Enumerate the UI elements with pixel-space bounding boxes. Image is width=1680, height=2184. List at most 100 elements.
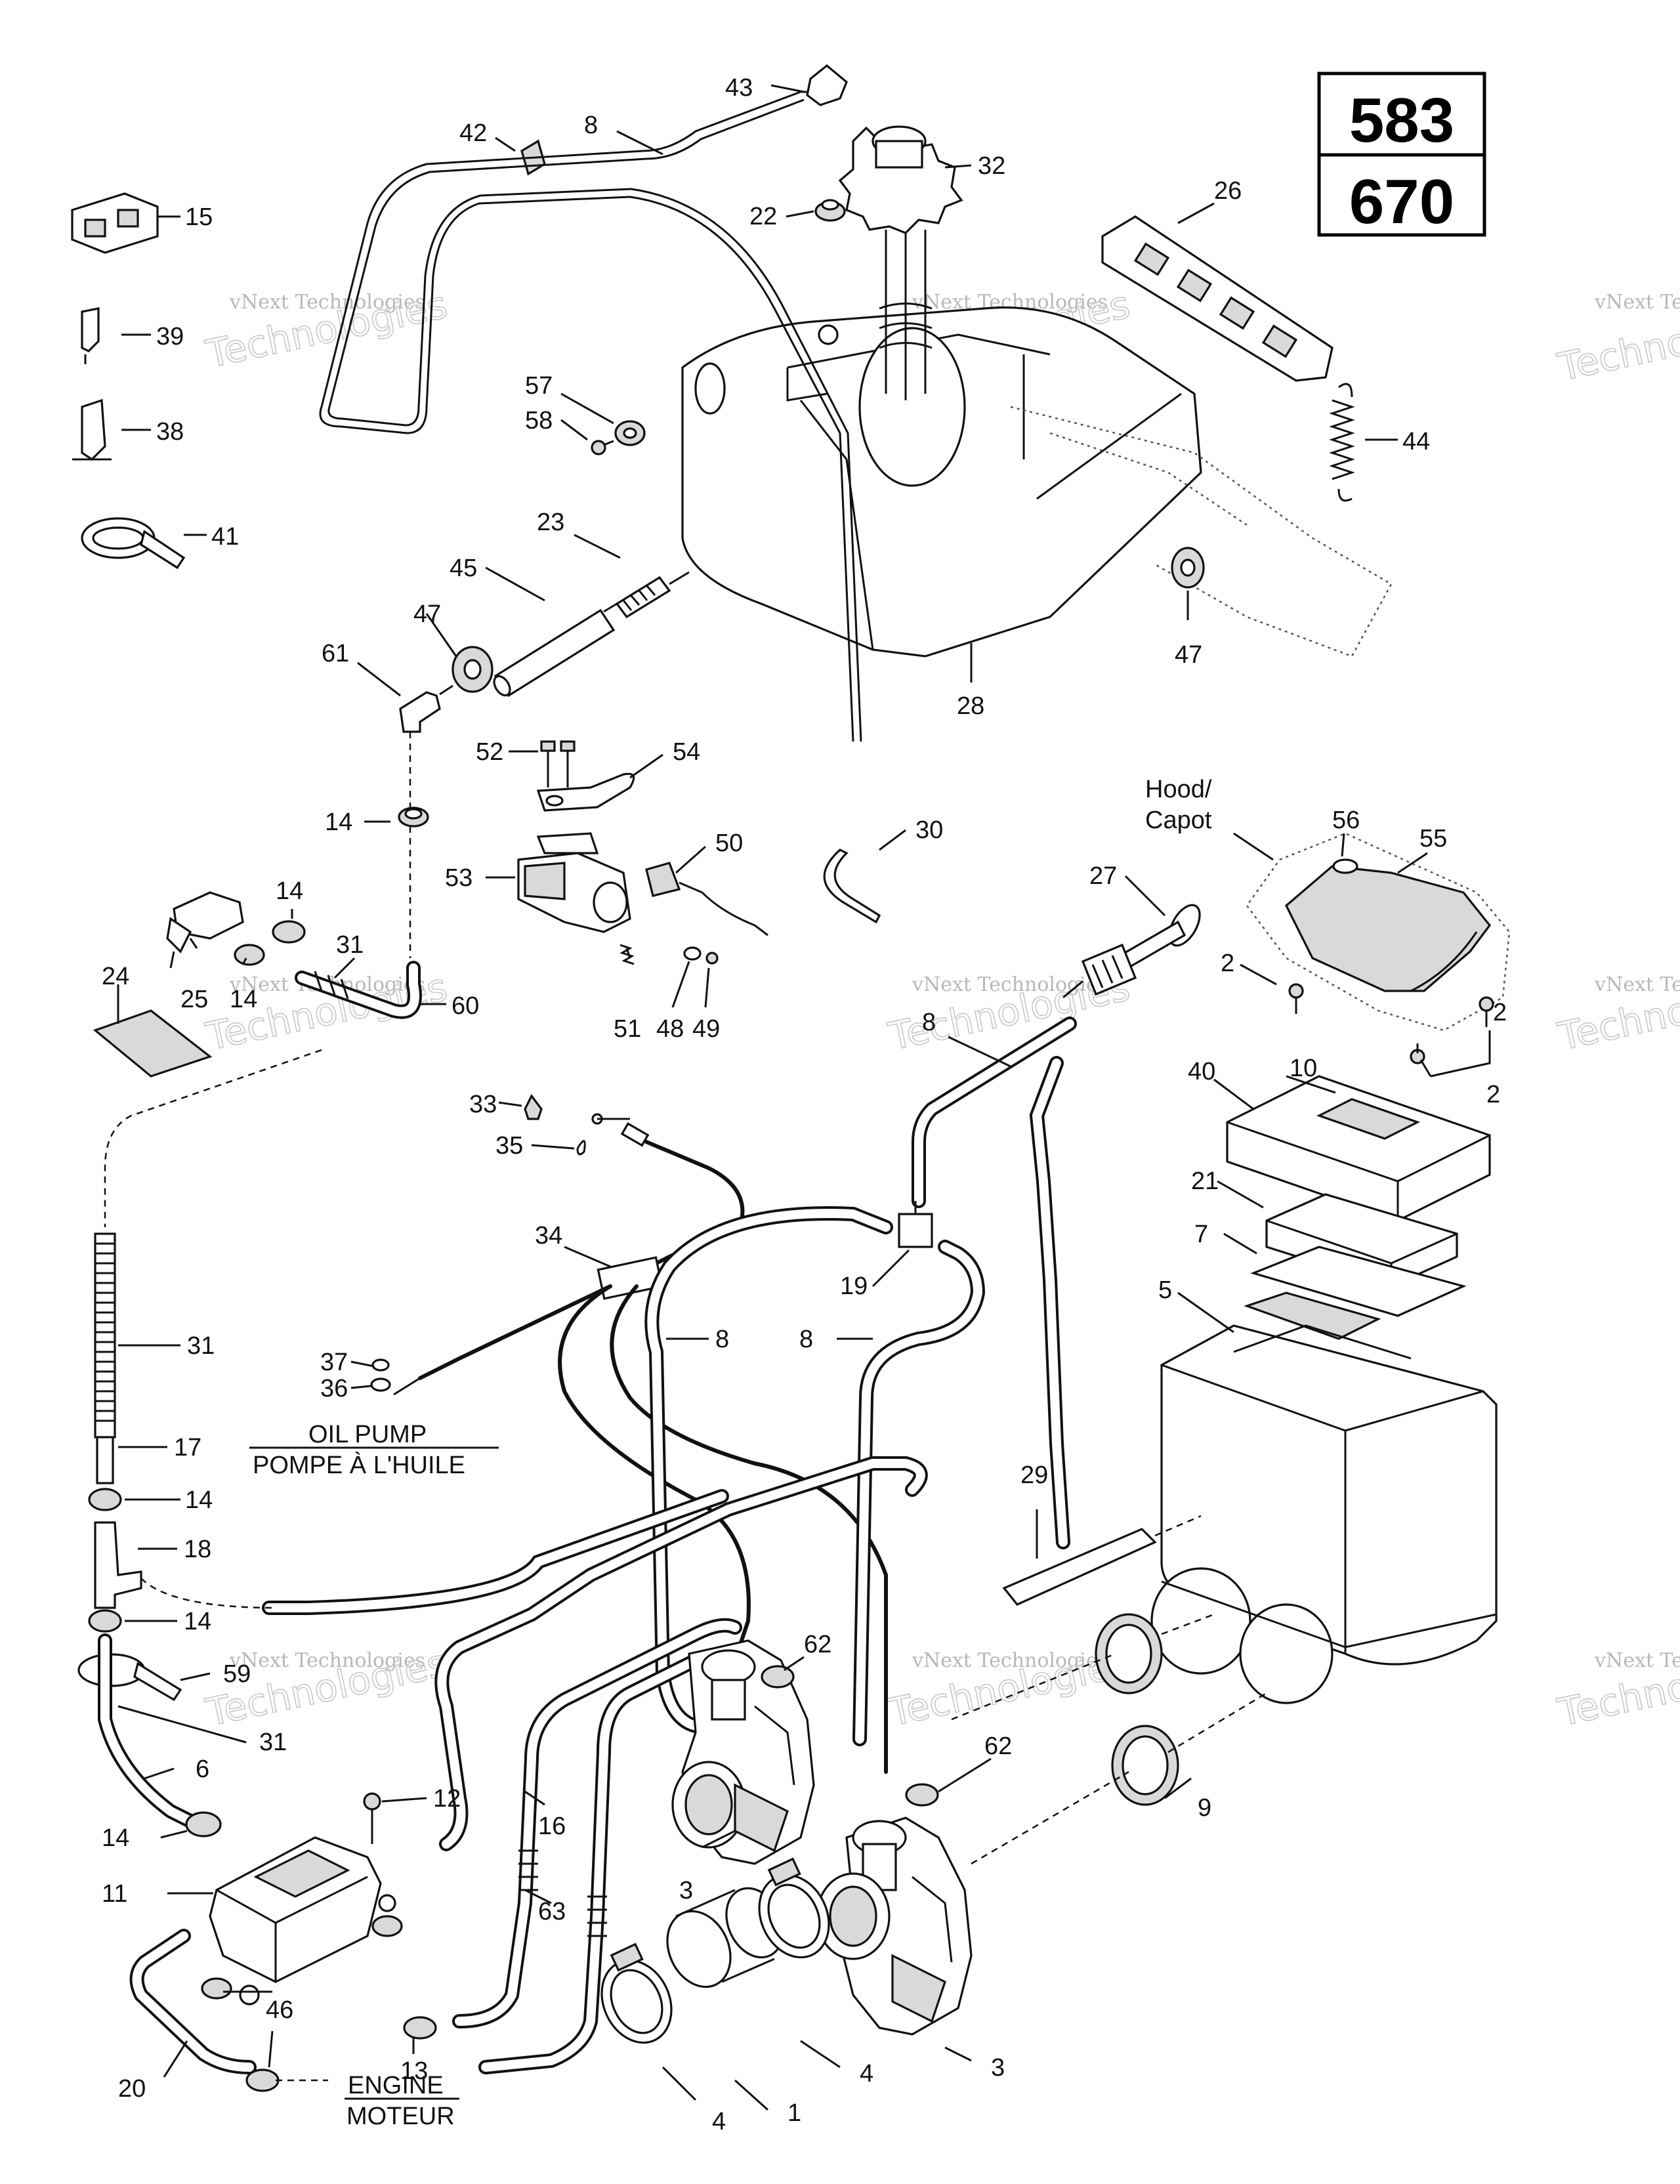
hose-clamp-14b <box>234 920 306 966</box>
model-number-670: 670 <box>1349 167 1454 237</box>
cable-tie-59 <box>77 1653 182 1702</box>
screw-12 <box>363 1792 381 1844</box>
callout: 8 <box>799 1326 813 1353</box>
callout: 4 <box>712 2108 726 2135</box>
clamp-4-upper <box>758 1857 830 1959</box>
callout: 31 <box>259 1729 287 1756</box>
rubber-ring-upper <box>1095 1613 1163 1694</box>
callout: 61 <box>322 640 349 667</box>
primer-valve <box>166 891 244 969</box>
callout: 46 <box>266 1996 293 2024</box>
oil-tank <box>681 306 1393 658</box>
primer-pump <box>1062 904 1201 999</box>
callout: 14 <box>184 1608 211 1635</box>
carburetor-upper <box>671 1639 815 1865</box>
air-box-5 <box>1150 1324 1498 1704</box>
callout: 21 <box>1191 1167 1219 1195</box>
watermark-text: vNext Technologies <box>229 291 425 314</box>
callout: 34 <box>535 1222 562 1250</box>
callout: 8 <box>584 112 598 139</box>
callout: 22 <box>749 203 777 230</box>
callout: 39 <box>156 323 184 350</box>
callout: 23 <box>537 509 564 536</box>
callout: 11 <box>102 1880 127 1908</box>
oil-pump-caption: POMPE À L'HUILE <box>253 1451 465 1479</box>
callout: 60 <box>452 992 479 1020</box>
fuel-pump <box>209 1836 396 2006</box>
callout: 31 <box>336 931 364 959</box>
callout: 43 <box>725 74 753 102</box>
watermark-text: vNext Technologies <box>912 973 1108 996</box>
callout: 31 <box>187 1332 215 1360</box>
callout: 32 <box>978 152 1005 180</box>
callout: 18 <box>184 1536 211 1563</box>
callout: 6 <box>196 1755 209 1783</box>
callout: 51 <box>614 1015 641 1043</box>
grommet <box>814 199 846 222</box>
label-24 <box>93 1009 213 1078</box>
callout: 19 <box>840 1272 868 1300</box>
callout: 30 <box>915 816 943 844</box>
air-silencer-cover <box>1285 858 1492 992</box>
callout: 25 <box>180 986 208 1013</box>
carburetor-lower <box>816 1816 973 2036</box>
callout: 62 <box>804 1631 831 1658</box>
callout: 33 <box>469 1091 497 1118</box>
callout: 62 <box>984 1732 1012 1760</box>
t-fitting-18 <box>94 1521 142 1609</box>
callout: 26 <box>1214 177 1242 205</box>
elbow-61 <box>399 684 453 733</box>
hose-31-upper <box>295 961 422 1019</box>
callout: 52 <box>476 738 503 766</box>
callout: 10 <box>1290 1055 1317 1082</box>
callout: 35 <box>495 1132 523 1160</box>
callout: 20 <box>118 2075 146 2103</box>
connector-housing <box>71 192 159 254</box>
watermark-text: vNext Technologies <box>1594 291 1680 314</box>
spring-51 <box>620 944 635 965</box>
callout: 14 <box>230 986 257 1013</box>
screws-2 <box>1288 983 1494 1064</box>
hood-caption: Hood/ <box>1145 776 1212 803</box>
callout: 27 <box>1089 862 1117 890</box>
hood-caption: Capot <box>1145 807 1212 834</box>
callout: 56 <box>1332 807 1360 834</box>
mounting-strap <box>1101 215 1334 382</box>
callout: 54 <box>673 738 700 766</box>
grommet-47b <box>1171 547 1205 589</box>
hose-clamp-14 <box>398 807 429 828</box>
hose-clamp-14e <box>185 1811 222 1838</box>
callout: 16 <box>538 1813 566 1840</box>
leader-lines <box>117 84 1491 2111</box>
vent-elbow-fitting <box>801 64 848 106</box>
callout: 44 <box>1402 428 1430 455</box>
callout: 9 <box>1198 1794 1211 1822</box>
screen-7 <box>1244 1246 1467 1340</box>
callout: 5 <box>1158 1276 1172 1304</box>
captions: Hood/ Capot OIL PUMP POMPE À L'HUILE ENG… <box>249 776 1212 2130</box>
callout: 2 <box>1486 1081 1500 1108</box>
hose-clamp-14c <box>88 1488 122 1511</box>
hose-31-lower <box>94 1232 116 1484</box>
hose-clamp-62 <box>761 1665 939 1807</box>
engine-caption: ENGINE <box>348 2072 444 2099</box>
watermark-text: vNext Technologies <box>229 1649 425 1672</box>
fuel-line-8 <box>644 1017 1077 1746</box>
callout: 50 <box>715 830 743 857</box>
callout: 14 <box>102 1824 129 1852</box>
oil-pump-caption: OIL PUMP <box>308 1421 427 1448</box>
gasket-54 <box>536 772 635 854</box>
return-line <box>262 1456 928 1851</box>
callout: 2 <box>1221 950 1234 977</box>
watermark-text: vNext Technologies <box>1594 973 1680 996</box>
strap-29 <box>1002 1515 1202 1606</box>
callout: 12 <box>433 1785 461 1813</box>
tension-spring <box>1329 383 1355 502</box>
callout: 8 <box>922 1009 936 1036</box>
washer-48 <box>683 946 702 961</box>
callout: 37 <box>320 1349 348 1376</box>
callout: 14 <box>325 808 352 836</box>
oil-pump-body <box>517 852 631 933</box>
callouts: 43 42 8 32 22 26 15 39 38 41 57 58 44 23… <box>102 74 1507 2135</box>
